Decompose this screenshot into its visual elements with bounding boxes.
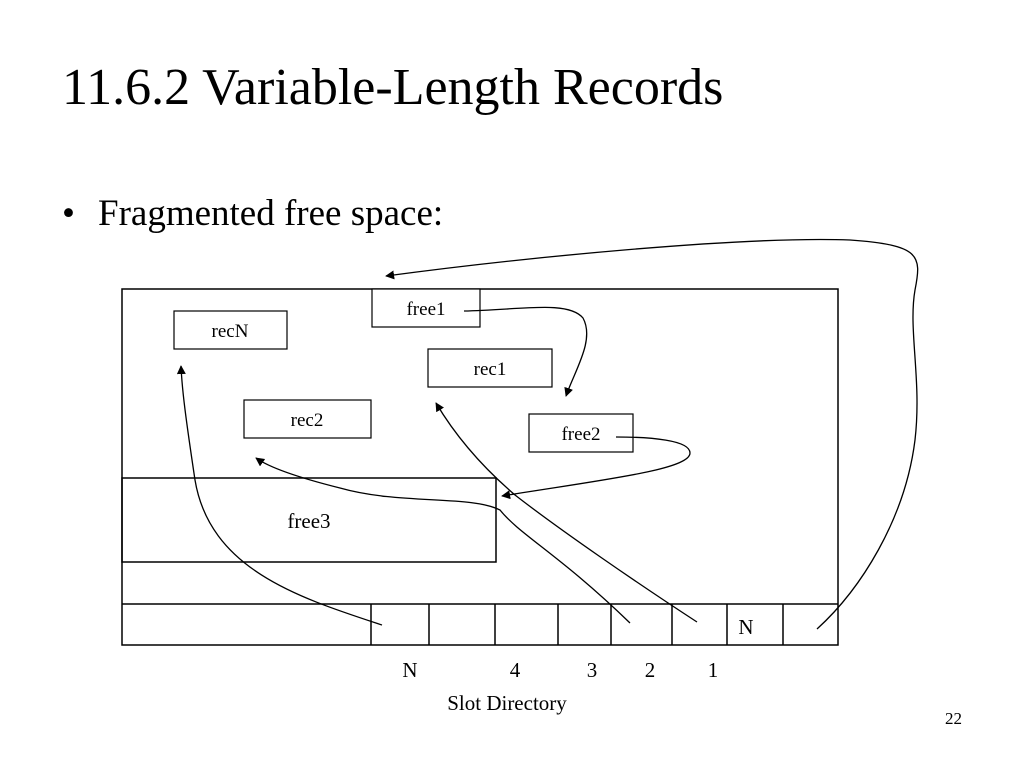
page-number: 22 [945,709,962,728]
recN-label: recN [212,321,249,342]
slot-label: 3 [587,658,598,682]
pointer-slot1-to-rec1 [435,402,698,623]
free3-label: free3 [287,509,330,533]
slot-label: 2 [645,658,656,682]
free1-label: free1 [406,299,445,320]
free2-label: free2 [561,424,600,445]
slot-label: N [402,658,417,682]
bullet-item: • Fragmented free space: [62,195,443,232]
free-list-head-pointer [385,238,919,630]
rec1-label: rec1 [474,359,507,380]
slot-count-entry: N [738,615,753,639]
bullet-text: Fragmented free space: [98,193,444,234]
slide-title: 11.6.2 Variable-Length Records [62,59,724,116]
bullet-dot: • [62,193,75,234]
pointer-slotN-to-recN [176,365,383,626]
slot-directory-caption: Slot Directory [447,691,567,715]
rec1-box [427,348,553,388]
free2-box [528,413,634,453]
slot-label: 4 [510,658,521,682]
rec2-label: rec2 [291,410,324,431]
rec2-box [243,399,372,439]
pointer-slot2-to-rec2 [255,457,631,624]
free1-box [371,288,481,328]
recN-box [173,310,288,350]
slot-label: 1 [708,658,719,682]
free3-region [121,477,497,563]
free2-to-free3-pointer [501,436,691,500]
free1-to-free2-pointer [463,306,588,397]
